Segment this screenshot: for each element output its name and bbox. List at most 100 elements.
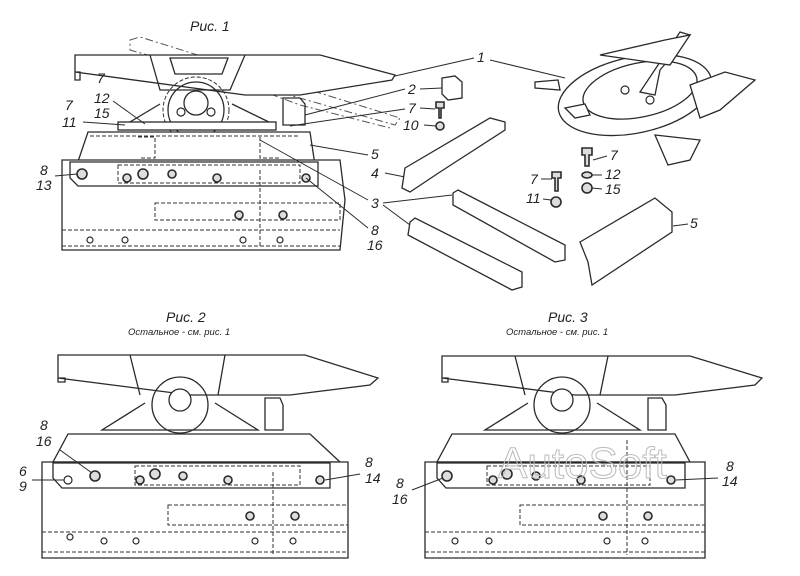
bolt: [666, 475, 676, 485]
callout-12: 12: [605, 166, 621, 182]
callout-7: 7: [65, 97, 74, 113]
figure-2-title: Рис. 2: [166, 309, 206, 325]
callout-8: 8: [40, 162, 48, 178]
disc-hole: [620, 85, 630, 95]
bolt: [76, 168, 88, 180]
leader-line: [59, 449, 93, 474]
bolt: [135, 475, 145, 485]
leader-line: [54, 173, 78, 177]
side-plate-5: [579, 197, 673, 287]
hidden-line: [117, 164, 301, 184]
watermark: AutoSoft: [498, 439, 667, 488]
bolt: [576, 475, 586, 485]
side-plate: [51, 433, 342, 463]
fifth-wheel-ramp: [599, 34, 692, 66]
bolt: [63, 475, 73, 485]
coupling-plate: [57, 354, 380, 396]
plate-bracket: [514, 355, 526, 396]
fifth-wheel-foot: [653, 134, 701, 166]
callout-14: 14: [722, 473, 738, 489]
plate-block: [169, 57, 229, 75]
bolt: [167, 169, 177, 179]
nut-10: [435, 121, 445, 131]
figure-3: Рис. 3 Остальное - см. рис. 1 AutoSoft 8…: [392, 309, 764, 559]
bolt: [122, 173, 132, 183]
rail-hole: [66, 533, 74, 541]
rail-hole: [86, 236, 94, 244]
callout-8: 8: [365, 454, 373, 470]
leader-line: [489, 59, 566, 79]
fifth-wheel-ramp: [689, 71, 757, 119]
bolt: [488, 475, 498, 485]
pivot-bolt: [206, 107, 216, 117]
coupling-plate: [441, 355, 764, 396]
bolt: [89, 470, 101, 482]
bolt: [278, 210, 288, 220]
callout-14: 14: [365, 470, 381, 486]
washer-12: [581, 171, 593, 179]
callout-2: 2: [407, 81, 416, 97]
mounting-rail-3: [452, 189, 566, 263]
pivot-bracket: [482, 402, 643, 431]
bolt: [245, 511, 255, 521]
callout-8: 8: [371, 222, 379, 238]
pivot-pin: [168, 388, 192, 412]
bolt-7: [551, 171, 562, 192]
leader-line: [411, 477, 444, 491]
nut-15: [581, 182, 593, 194]
hidden-line: [138, 136, 156, 159]
leader-line: [423, 124, 437, 127]
leader-line: [382, 194, 453, 204]
callout-16: 16: [36, 433, 52, 449]
bolt: [315, 475, 325, 485]
leader-line: [289, 108, 406, 127]
rail-hole: [132, 537, 140, 545]
leader-line: [542, 198, 552, 201]
callout-7: 7: [610, 147, 619, 163]
pivot-housing: [533, 376, 591, 434]
callout-6: 6: [19, 463, 27, 479]
hidden-line: [154, 202, 341, 221]
leader-line: [591, 187, 603, 190]
rail-hole: [641, 537, 649, 545]
callout-16: 16: [392, 491, 408, 507]
callout-11: 11: [526, 190, 541, 206]
side-plate-lower: [436, 462, 686, 489]
leader-line: [675, 477, 719, 481]
bolt: [598, 511, 608, 521]
leader-line: [112, 100, 146, 125]
rail-hole: [100, 537, 108, 545]
leader-line: [394, 57, 475, 77]
fifth-wheel-inner-ring: [582, 60, 698, 120]
hidden-line: [486, 465, 651, 486]
callout-10: 10: [403, 117, 419, 133]
disc-hole: [645, 95, 655, 105]
rail-hole: [276, 236, 284, 244]
callout-3: 3: [371, 195, 379, 211]
plate-bracket: [149, 54, 246, 91]
plate-bracket: [599, 355, 609, 396]
callout-13: 13: [36, 177, 52, 193]
callout-8: 8: [396, 475, 404, 491]
leader-line: [592, 155, 608, 161]
bolt: [531, 471, 541, 481]
handle-bracket: [282, 97, 306, 126]
bolt: [643, 511, 653, 521]
bolt: [178, 471, 188, 481]
bolt: [223, 475, 233, 485]
bolt: [137, 168, 149, 180]
figure-1: Рис. 1: [36, 18, 566, 253]
fifth-wheel: [534, 31, 757, 166]
leader-line: [305, 177, 369, 229]
rail-hole: [239, 236, 247, 244]
leader-line: [419, 107, 436, 110]
pivot-pin: [550, 388, 574, 412]
rail-hole: [603, 537, 611, 545]
base-plate: [117, 121, 277, 131]
callout-11: 11: [62, 114, 77, 130]
frame-rail: [41, 461, 349, 559]
hidden-line: [519, 504, 706, 526]
pivot-housing: [151, 376, 209, 434]
callout-4: 4: [371, 165, 379, 181]
